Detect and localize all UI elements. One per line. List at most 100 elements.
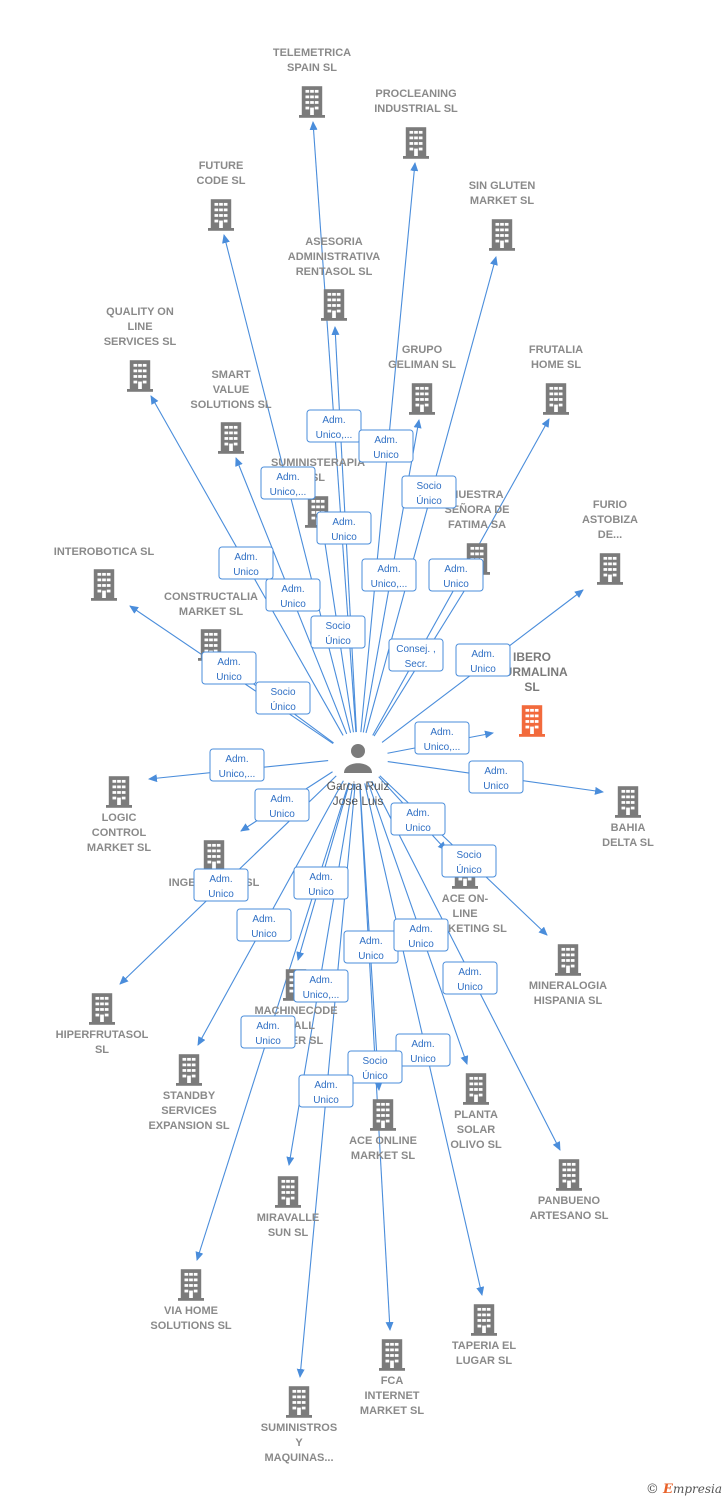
building-icon — [218, 422, 244, 454]
relation-label-frutalia[interactable]: Adm.Unico — [428, 558, 484, 592]
relation-text: Adm.Unico,... — [219, 754, 256, 780]
relation-label-via-home[interactable]: Adm.Unico — [240, 1015, 296, 1049]
relation-label-grupo-geliman[interactable]: Adm.Unico,... — [361, 558, 417, 592]
relation-label-ace-on-line-marketing[interactable]: Adm.Unico — [390, 802, 446, 836]
relation-label-asesoria[interactable]: Adm.Unico — [316, 511, 372, 545]
relation-label-standby[interactable]: Adm.Unico — [236, 908, 292, 942]
relation-label-miravalle[interactable]: Adm.Unico,... — [293, 969, 349, 1003]
company-name-line: TURMALINA — [496, 665, 568, 679]
company-name-line: FUTURE — [199, 160, 244, 172]
empresia-credit[interactable]: © Empresia — [646, 1482, 722, 1497]
relation-box — [293, 969, 349, 1003]
company-name-line: CONTROL — [92, 827, 147, 839]
relation-label-interobotica[interactable]: Adm.Unico — [201, 651, 257, 685]
relation-label-hiperfrutasol[interactable]: Adm.Unico — [193, 868, 249, 902]
company-name-line: SPAIN SL — [287, 62, 337, 74]
company-name-line: HISPANIA SL — [534, 995, 603, 1007]
company-name-line: SL — [95, 1044, 109, 1056]
relation-text: Adm.Unico,... — [316, 415, 353, 441]
company-node-interobotica[interactable]: INTEROBOTICA SL — [54, 546, 155, 601]
relation-label-suministros[interactable]: Adm.Unico — [298, 1074, 354, 1108]
relation-label-ibero[interactable]: Adm.Unico,... — [414, 721, 470, 755]
relation-box — [395, 1033, 451, 1067]
building-icon — [286, 1386, 312, 1418]
building-icon — [176, 1054, 202, 1086]
company-name-line: SOLAR — [457, 1124, 496, 1136]
relation-label-telemetrica[interactable]: Adm.Unico,... — [306, 409, 362, 443]
company-name-line: VIA HOME — [164, 1305, 218, 1317]
relation-label-ace-online-market[interactable]: Adm.Unico — [343, 930, 399, 964]
relation-text-line: Secr. — [405, 659, 428, 670]
relation-label-panbueno[interactable]: Adm.Unico — [442, 961, 498, 995]
relation-label-procleaning[interactable]: Adm.Unico — [358, 429, 414, 463]
company-name-line: ACE ON- — [442, 893, 489, 905]
relation-label-bahia-delta[interactable]: Adm.Unico — [468, 760, 524, 794]
building-icon — [597, 553, 623, 585]
relation-text-line: Unico — [233, 567, 259, 578]
relation-label-planta-solar[interactable]: Adm.Unico — [393, 918, 449, 952]
company-name-line: HOME SL — [531, 359, 581, 371]
relation-label-ingenieria[interactable]: Adm.Unico — [254, 788, 310, 822]
relation-text-line: Adm. — [411, 1039, 434, 1050]
relation-text-line: Unico,... — [303, 990, 340, 1001]
relation-box — [201, 651, 257, 685]
relation-label-nuestra-senora[interactable]: Consej. ,Secr. — [388, 638, 444, 672]
relation-box — [298, 1074, 354, 1108]
building-icon — [409, 383, 435, 415]
relation-text-line: Adm. — [225, 754, 248, 765]
copyright-symbol: © — [645, 1482, 659, 1497]
relation-text-line: Adm. — [309, 872, 332, 883]
company-name-line: SEÑORA DE — [445, 503, 510, 516]
company-name-line: SUMINISTERAPIA — [271, 457, 365, 469]
relation-label-smart-value[interactable]: Adm.Unico — [265, 578, 321, 612]
relation-label-logic-control[interactable]: Adm.Unico,... — [209, 748, 265, 782]
relation-label-taperia[interactable]: Adm.Unico — [395, 1033, 451, 1067]
relation-label-furio[interactable]: Adm.Unico — [455, 643, 511, 677]
relation-labels-layer: Adm.Unico,...Adm.UnicoAdm.Unico,...Socio… — [193, 409, 524, 1108]
company-name-line: SUMINISTROS — [261, 1422, 337, 1434]
relation-label-future-code[interactable]: Adm.Unico,... — [260, 466, 316, 500]
relation-text-line: Socio — [416, 481, 441, 492]
relation-text-line: Unico — [470, 664, 496, 675]
relation-label-machinecode[interactable]: Adm.Unico — [293, 866, 349, 900]
company-name-line: SL — [524, 680, 539, 694]
relation-text: Adm.Unico,... — [424, 727, 461, 753]
relation-text-line: Unico — [313, 1095, 339, 1106]
relation-label-quality-on-line[interactable]: Adm.Unico — [218, 546, 274, 580]
